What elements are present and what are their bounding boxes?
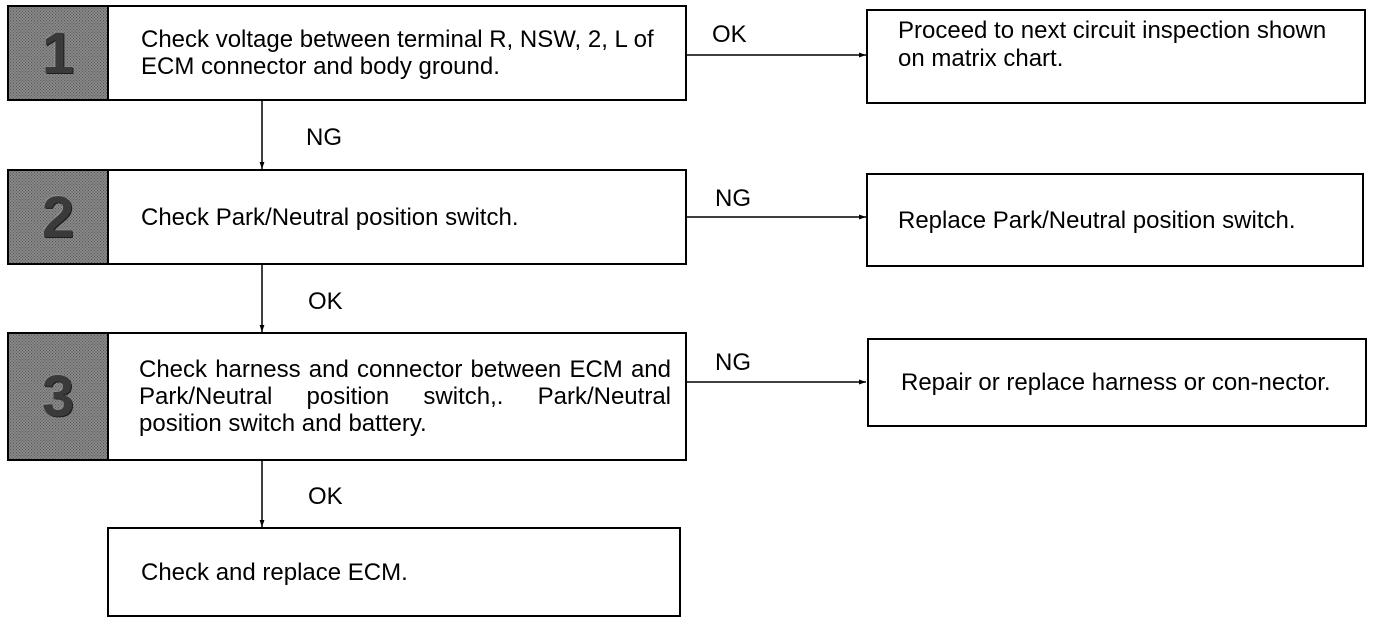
step-number: 3 [41, 364, 75, 429]
step-text-area: Check Park/Neutral position switch. [141, 171, 671, 263]
step-1-box: 1 Check voltage between terminal R, NSW,… [7, 5, 687, 101]
result-3-box: Repair or replace harness or con-nector. [867, 338, 1367, 427]
step-text: Check voltage between terminal R, NSW, 2… [141, 26, 654, 80]
result-text-area: Replace Park/Neutral position switch. [898, 175, 1342, 265]
step-number: 2 [41, 184, 75, 250]
step-text: Check harness and connector between ECM … [139, 356, 671, 437]
step-text: Check Park/Neutral position switch. [141, 203, 519, 231]
result-2-box: Replace Park/Neutral position switch. [866, 173, 1364, 267]
final-action-box: Check and replace ECM. [107, 527, 681, 617]
result-text: Proceed to next circuit inspection shown… [898, 17, 1327, 72]
result-text-area: Repair or replace harness or con-nector. [901, 340, 1345, 425]
step-2-box: 2 Check Park/Neutral position switch. [7, 169, 687, 265]
result-text-area: Proceed to next circuit inspection shown… [898, 17, 1344, 73]
final-text: Check and replace ECM. [141, 558, 408, 586]
step-text-area: Check voltage between terminal R, NSW, 2… [141, 7, 671, 99]
step-number-badge: 3 [9, 334, 109, 459]
branch-label-ok: OK [308, 483, 343, 510]
final-text-area: Check and replace ECM. [141, 529, 659, 615]
step-number: 1 [41, 20, 75, 86]
branch-label-ng: NG [715, 185, 751, 212]
branch-label-ok: OK [712, 21, 747, 48]
step-number-badge: 2 [9, 171, 109, 263]
result-text: Replace Park/Neutral position switch. [898, 206, 1296, 234]
step-number-badge: 1 [9, 7, 109, 99]
branch-label-ng: NG [715, 349, 751, 376]
result-text: Repair or replace harness or con-nector. [901, 369, 1331, 396]
branch-label-ok: OK [308, 288, 343, 315]
branch-label-ng: NG [306, 124, 342, 151]
step-3-box: 3 Check harness and connector between EC… [7, 332, 687, 461]
step-text-area: Check harness and connector between ECM … [139, 334, 671, 459]
result-1-box: Proceed to next circuit inspection shown… [866, 9, 1366, 104]
